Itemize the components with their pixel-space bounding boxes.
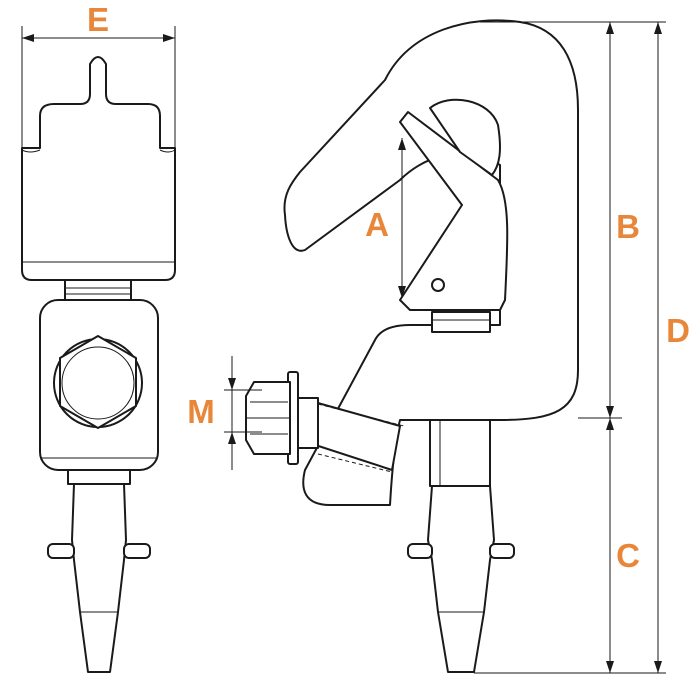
front-view-pin-lug-right (123, 543, 151, 559)
dimension-m (224, 356, 262, 470)
side-view-latch-cap (429, 98, 501, 176)
side-view-neck-nut (431, 311, 491, 333)
label-c: C (616, 537, 640, 574)
dimension-b (606, 22, 614, 418)
side-view: A M B C (187, 19, 690, 674)
side-view-pin-lug-right (489, 543, 515, 559)
front-view-collar (67, 469, 131, 485)
side-view-pin-lug-left (407, 543, 433, 559)
dimension-c (606, 418, 614, 673)
front-view-neck-nut (64, 279, 132, 301)
side-view-collar (429, 419, 491, 487)
front-view-hex-bolt (53, 335, 143, 429)
dimension-d (654, 22, 662, 673)
front-view: E (21, 1, 176, 673)
label-m: M (187, 393, 215, 430)
front-view-hook-head (21, 56, 176, 281)
label-b: B (616, 208, 640, 245)
front-view-pin (71, 483, 127, 673)
label-e: E (87, 1, 109, 38)
label-d: D (666, 312, 690, 349)
dimension-a (398, 138, 406, 298)
front-view-pin-lug-left (47, 543, 75, 559)
dimension-e (21, 26, 176, 150)
label-a: A (365, 206, 389, 243)
side-view-latch (399, 111, 509, 311)
side-view-pin (427, 485, 495, 673)
side-view-bolt-assembly (245, 371, 405, 473)
side-view-latch-pin (431, 278, 445, 292)
